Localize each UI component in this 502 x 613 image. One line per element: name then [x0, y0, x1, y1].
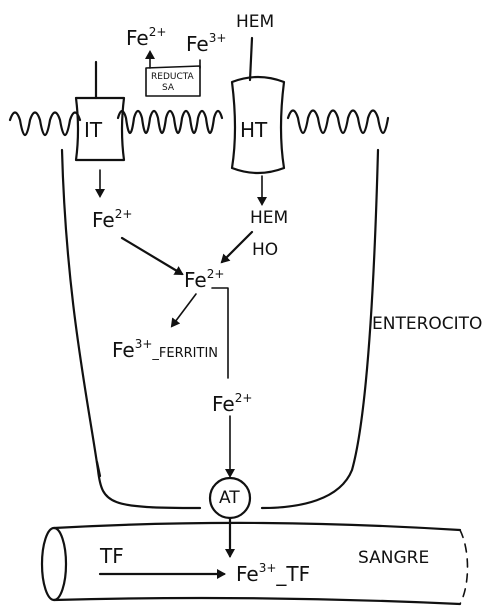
label-fe2-center: Fe2+: [184, 270, 224, 290]
path-fe-center-to-lower: [212, 288, 228, 378]
label-enterocito: ENTEROCITO: [372, 316, 482, 333]
label-reductasa-2: SA: [162, 84, 174, 93]
vessel-top: [54, 523, 460, 530]
label-hem-mid: HEM: [250, 210, 288, 227]
vessel-bottom: [54, 598, 460, 604]
label-fe3-ferritin: Fe3+_FERRITIN: [112, 340, 218, 360]
enterocyte-outline-right: [262, 150, 378, 508]
label-tf: TF: [100, 546, 124, 566]
enterocyte-outline: [62, 150, 200, 508]
label-ht: HT: [240, 120, 267, 140]
vessel-left-end: [42, 528, 66, 600]
label-fe3-top: Fe3+: [186, 34, 226, 54]
label-fe2-left: Fe2+: [92, 210, 132, 230]
label-fe2-top: Fe2+: [126, 28, 166, 48]
ht-line-up: [250, 38, 252, 80]
label-at: AT: [219, 490, 240, 507]
microvilli-middle: [118, 111, 222, 133]
label-hem-top: HEM: [236, 14, 274, 31]
label-ho: HO: [252, 242, 278, 259]
arrow-fe2-to-center: [122, 238, 182, 274]
label-it: IT: [84, 120, 102, 140]
arrow-hem-to-center: [222, 232, 252, 262]
label-fe2-lower: Fe2+: [212, 394, 252, 414]
label-reductasa-1: REDUCTA: [151, 73, 194, 82]
microvilli-right: [288, 111, 388, 134]
microvilli-left: [10, 113, 80, 136]
vessel-right-end: [460, 530, 468, 604]
arrow-center-to-ferritin: [172, 294, 196, 326]
label-fe3-tf: Fe3+_TF: [236, 564, 310, 584]
label-sangre: SANGRE: [358, 550, 429, 567]
